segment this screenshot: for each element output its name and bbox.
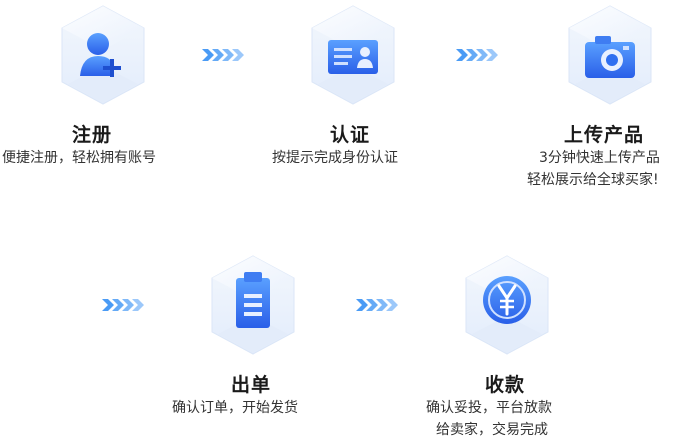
clipboard-icon [236,272,270,328]
chevron-right-icon [102,299,144,311]
chevron-right-icon [456,49,498,61]
payment-platform [462,254,552,364]
step-desc-line: 确认妥投，平台放款 [426,400,552,416]
step-title: 上传产品 [564,124,645,146]
verify-platform [308,4,398,114]
step-desc-line: 3分钟快速上传产品 [539,150,660,166]
chevron-right-icon [356,299,398,311]
order-platform [208,254,298,364]
step-desc-line: 给卖家，交易完成 [436,422,548,438]
id-card-icon [328,40,378,74]
register-platform [58,4,148,114]
step-desc-line: 确认订单，开始发货 [172,400,298,416]
step-title: 注册 [72,124,113,146]
step-desc-line: 按提示完成身份认证 [272,150,398,166]
step-desc-line: 便捷注册，轻松拥有账号 [2,150,156,166]
step-title: 收款 [485,374,526,396]
chevron-right-icon [202,49,244,61]
step-title: 认证 [330,124,371,146]
camera-icon [585,36,635,78]
upload-platform [565,4,655,114]
user-add-icon [80,33,121,77]
yuan-coin-icon [483,276,531,324]
step-desc-line: 轻松展示给全球买家! [527,172,659,188]
step-title: 出单 [231,374,272,396]
